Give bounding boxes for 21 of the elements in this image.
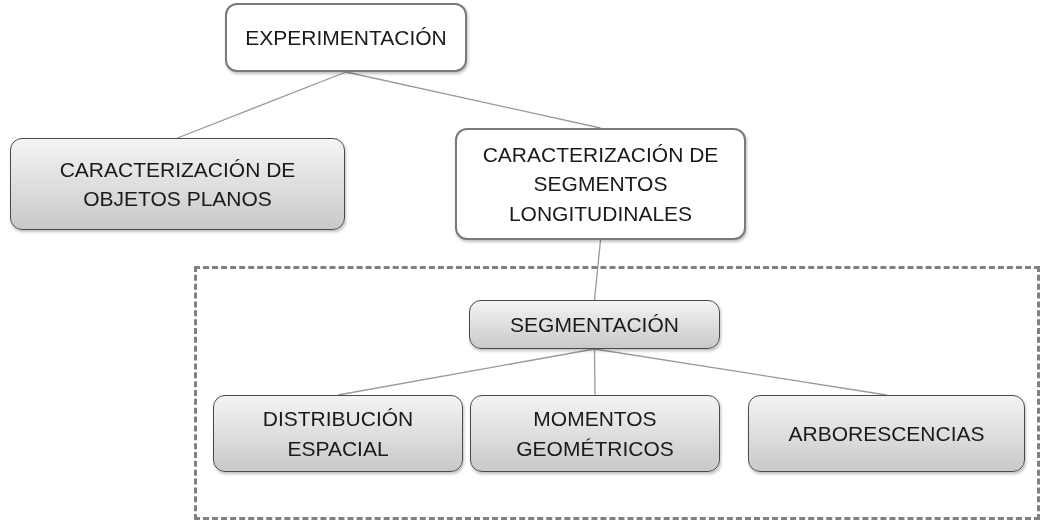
node-text: SEGMENTACIÓN [510,311,679,338]
connector-line [593,348,888,396]
process-box [225,3,467,72]
connector-line [345,71,602,129]
connector-line [337,348,596,396]
connector-line [593,239,602,301]
process-box [10,138,345,230]
process-box [470,395,720,472]
dashed-group-box [194,266,1040,520]
node-text: DISTRIBUCIÓN ESPACIAL [261,406,415,462]
process-box [469,300,720,349]
node-text: ARBORESCENCIAS [788,420,985,447]
process-box [455,128,746,240]
process-box [748,395,1025,472]
process-box [213,395,463,472]
connector-line [176,71,347,139]
node-text: CARACTERIZACIÓN DE SEGMENTOS LONGITUDINALES [481,141,720,227]
node-text: MOMENTOS GEOMÉTRICOS [515,406,675,462]
connector-line [593,348,596,396]
node-text: CARACTERIZACIÓN DE OBJETOS PLANOS [58,156,297,212]
node-text: EXPERIMENTACIÓN [245,24,447,51]
